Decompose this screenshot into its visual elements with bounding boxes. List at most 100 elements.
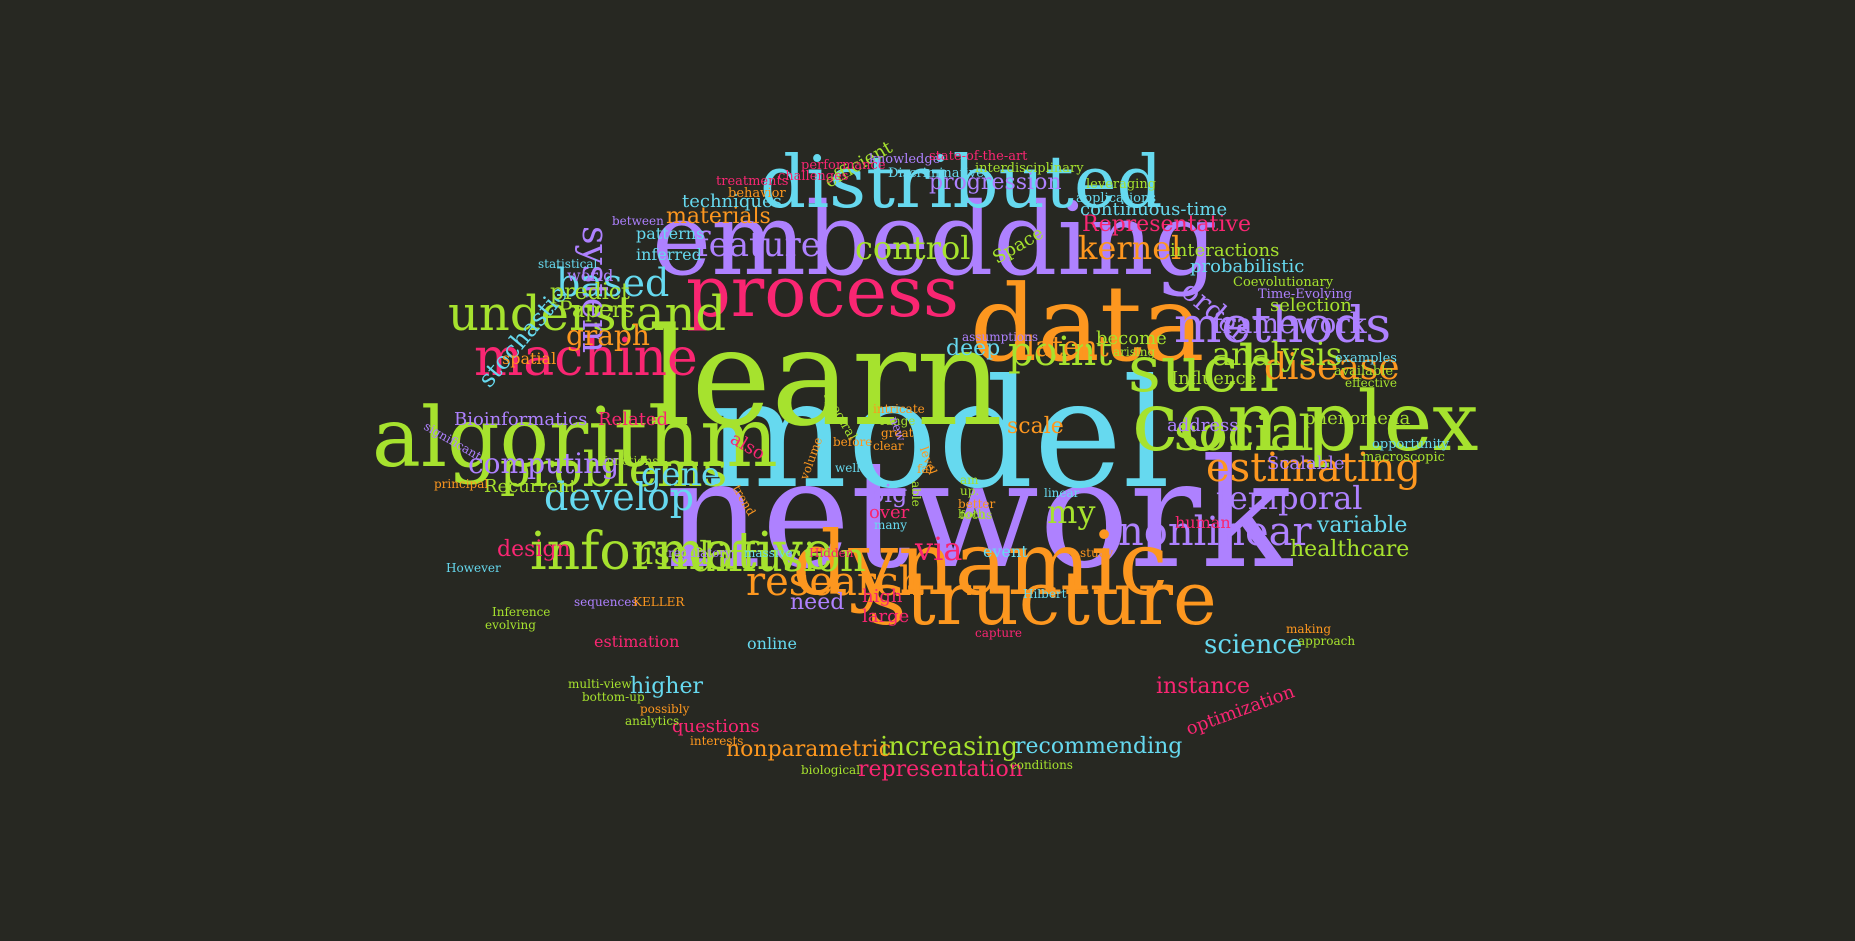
word: analysis (1212, 335, 1343, 373)
word: framework (1212, 307, 1367, 340)
word: data (970, 263, 1205, 385)
word: learn (648, 299, 1004, 456)
word: latent (1026, 330, 1109, 363)
word: performance (801, 158, 886, 173)
word: problems (500, 442, 728, 498)
word: machine (474, 328, 698, 388)
word: clear (873, 439, 904, 453)
word: instance (1156, 674, 1250, 699)
word: opportunity (1372, 437, 1450, 452)
word: approach (1298, 634, 1356, 648)
word: great (881, 426, 914, 440)
word: Discriminative (888, 166, 984, 181)
word: intricate (873, 402, 925, 416)
word: better (958, 497, 996, 511)
word: available (1334, 364, 1394, 379)
word: focus (960, 508, 993, 522)
word: over (869, 502, 910, 523)
word: between (612, 214, 664, 228)
word: sequences (574, 595, 638, 609)
word: regulatory (668, 546, 732, 560)
word: large (862, 606, 910, 627)
word: Recurrent (484, 476, 577, 497)
word: methods (1174, 296, 1392, 354)
word: Coevolutionary (1233, 275, 1334, 290)
word: understand (448, 286, 727, 342)
word: kernel (1078, 229, 1182, 267)
word: statistical (538, 257, 598, 271)
word: interactions (1170, 240, 1280, 261)
word: study (1080, 546, 1114, 560)
word: event (983, 542, 1028, 561)
word: Inference (492, 605, 551, 619)
word: treatments (716, 174, 789, 189)
word: my (1047, 493, 1096, 531)
word: biological (801, 763, 861, 777)
word: Influence (1171, 368, 1257, 389)
word: Hilbert (1023, 587, 1067, 601)
word: evolving (485, 618, 536, 632)
word: leveraging (1086, 177, 1157, 192)
word: questions (672, 716, 760, 737)
word: selection (1270, 295, 1352, 316)
word: higher (630, 674, 703, 699)
word: conditions (1010, 758, 1073, 772)
word: temporal (1216, 479, 1363, 517)
word: embedding (652, 181, 1218, 298)
word: interdisciplinary (975, 161, 1084, 176)
word: used (633, 534, 710, 572)
word: multi-view (568, 677, 632, 691)
word: deep (946, 336, 1001, 361)
word: science (1204, 630, 1303, 660)
word: estimating (1206, 445, 1422, 491)
word: feature (696, 225, 821, 265)
word: healthcare (1290, 537, 1410, 562)
word: design (497, 537, 571, 562)
word: am (960, 473, 979, 487)
word: distributed (760, 140, 1163, 224)
word: spatial (502, 349, 557, 368)
word: structure (868, 556, 1217, 642)
word: patterns (636, 224, 705, 243)
word: algorithm (372, 391, 778, 486)
word: control (855, 229, 971, 267)
word: knowledge (869, 152, 941, 167)
word: many (874, 518, 908, 532)
word: big (869, 480, 908, 508)
word: high (862, 586, 903, 607)
word: progression (929, 170, 1062, 195)
word: Bioinformatics (454, 409, 588, 430)
word: before (833, 435, 873, 449)
word: research (746, 559, 925, 605)
word: social (1174, 406, 1314, 462)
word: Hidden (809, 546, 854, 560)
word: network (665, 428, 1292, 602)
word: based (556, 261, 670, 305)
word: Related (598, 409, 669, 430)
word: state-of-the-art (929, 149, 1028, 164)
word: diffusion (690, 535, 866, 581)
word: point (1008, 329, 1113, 375)
word: computing (468, 447, 620, 480)
word: macroscopic (1362, 450, 1445, 465)
word: behavior (728, 186, 786, 201)
word: materials (666, 204, 771, 229)
word: process (686, 251, 959, 333)
word: functions (602, 454, 659, 468)
word: Papers (558, 298, 634, 323)
word: world (567, 266, 614, 285)
word: possibly (640, 702, 690, 716)
word: effective (1345, 376, 1397, 390)
word: increasing (880, 732, 1018, 762)
word: gene (641, 455, 720, 493)
word: bottom-up (582, 690, 645, 704)
word: address (1167, 415, 1239, 436)
word: continuous-time (1080, 199, 1228, 220)
word: human (1175, 513, 1231, 532)
word: graph (566, 319, 650, 352)
word: predict (550, 280, 630, 305)
word: nonlinear (1118, 509, 1312, 555)
word: up. (960, 484, 980, 498)
word: estimation (594, 632, 680, 651)
